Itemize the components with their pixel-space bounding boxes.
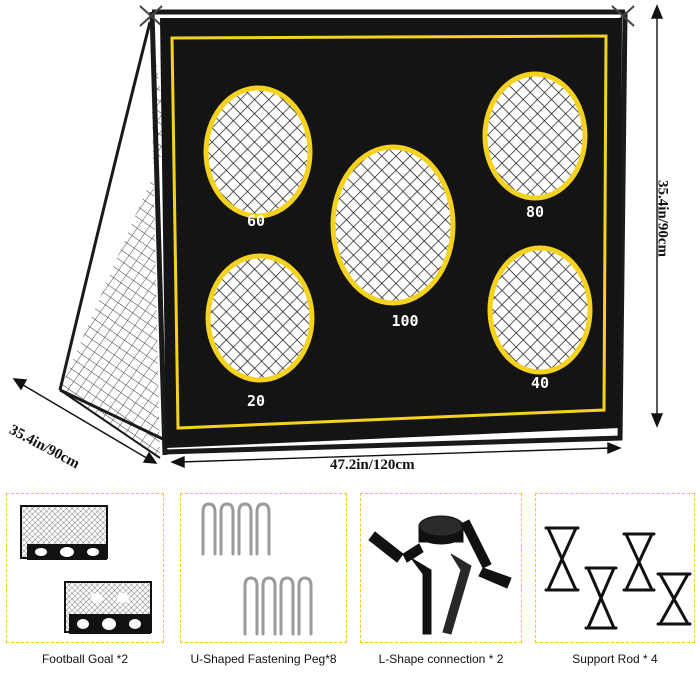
caption-u-shaped-peg: U-Shaped Fastening Peg*8	[190, 652, 337, 666]
target-hole-bottom-left	[205, 253, 315, 383]
l-connectors-image	[368, 515, 512, 635]
caption-l-shape-connection: L-Shape connection * 2	[378, 652, 504, 666]
score-label-top-left: 60	[246, 212, 266, 230]
support-rods-image	[544, 526, 692, 630]
mini-goals-image	[20, 505, 152, 634]
score-label-bottom-right: 40	[530, 374, 550, 392]
target-hole-top-right	[482, 71, 588, 201]
goal-frame	[139, 5, 635, 456]
score-label-top-right: 80	[525, 203, 545, 221]
score-label-center: 100	[391, 312, 419, 330]
accessory-panel-goals	[6, 493, 164, 643]
caption-support-rod: Support Rod * 4	[572, 652, 658, 666]
height-dimension-label: 35.4in/90cm	[654, 179, 671, 258]
score-label-bottom-left: 20	[246, 392, 266, 410]
side-net	[58, 21, 168, 459]
soccer-goal-illustration	[12, 4, 664, 469]
accessory-panel-connectors	[360, 493, 522, 643]
u-pegs-image	[201, 502, 313, 636]
target-hole-bottom-right	[487, 245, 593, 375]
caption-football-goal: Football Goal *2	[41, 652, 129, 666]
accessory-panel-pegs	[180, 493, 347, 643]
dimension-lines	[12, 4, 664, 469]
accessory-panel-rods	[535, 493, 695, 643]
width-dimension-label: 47.2in/120cm	[330, 457, 415, 473]
target-hole-top-left	[203, 85, 313, 219]
target-hole-center	[330, 144, 456, 306]
